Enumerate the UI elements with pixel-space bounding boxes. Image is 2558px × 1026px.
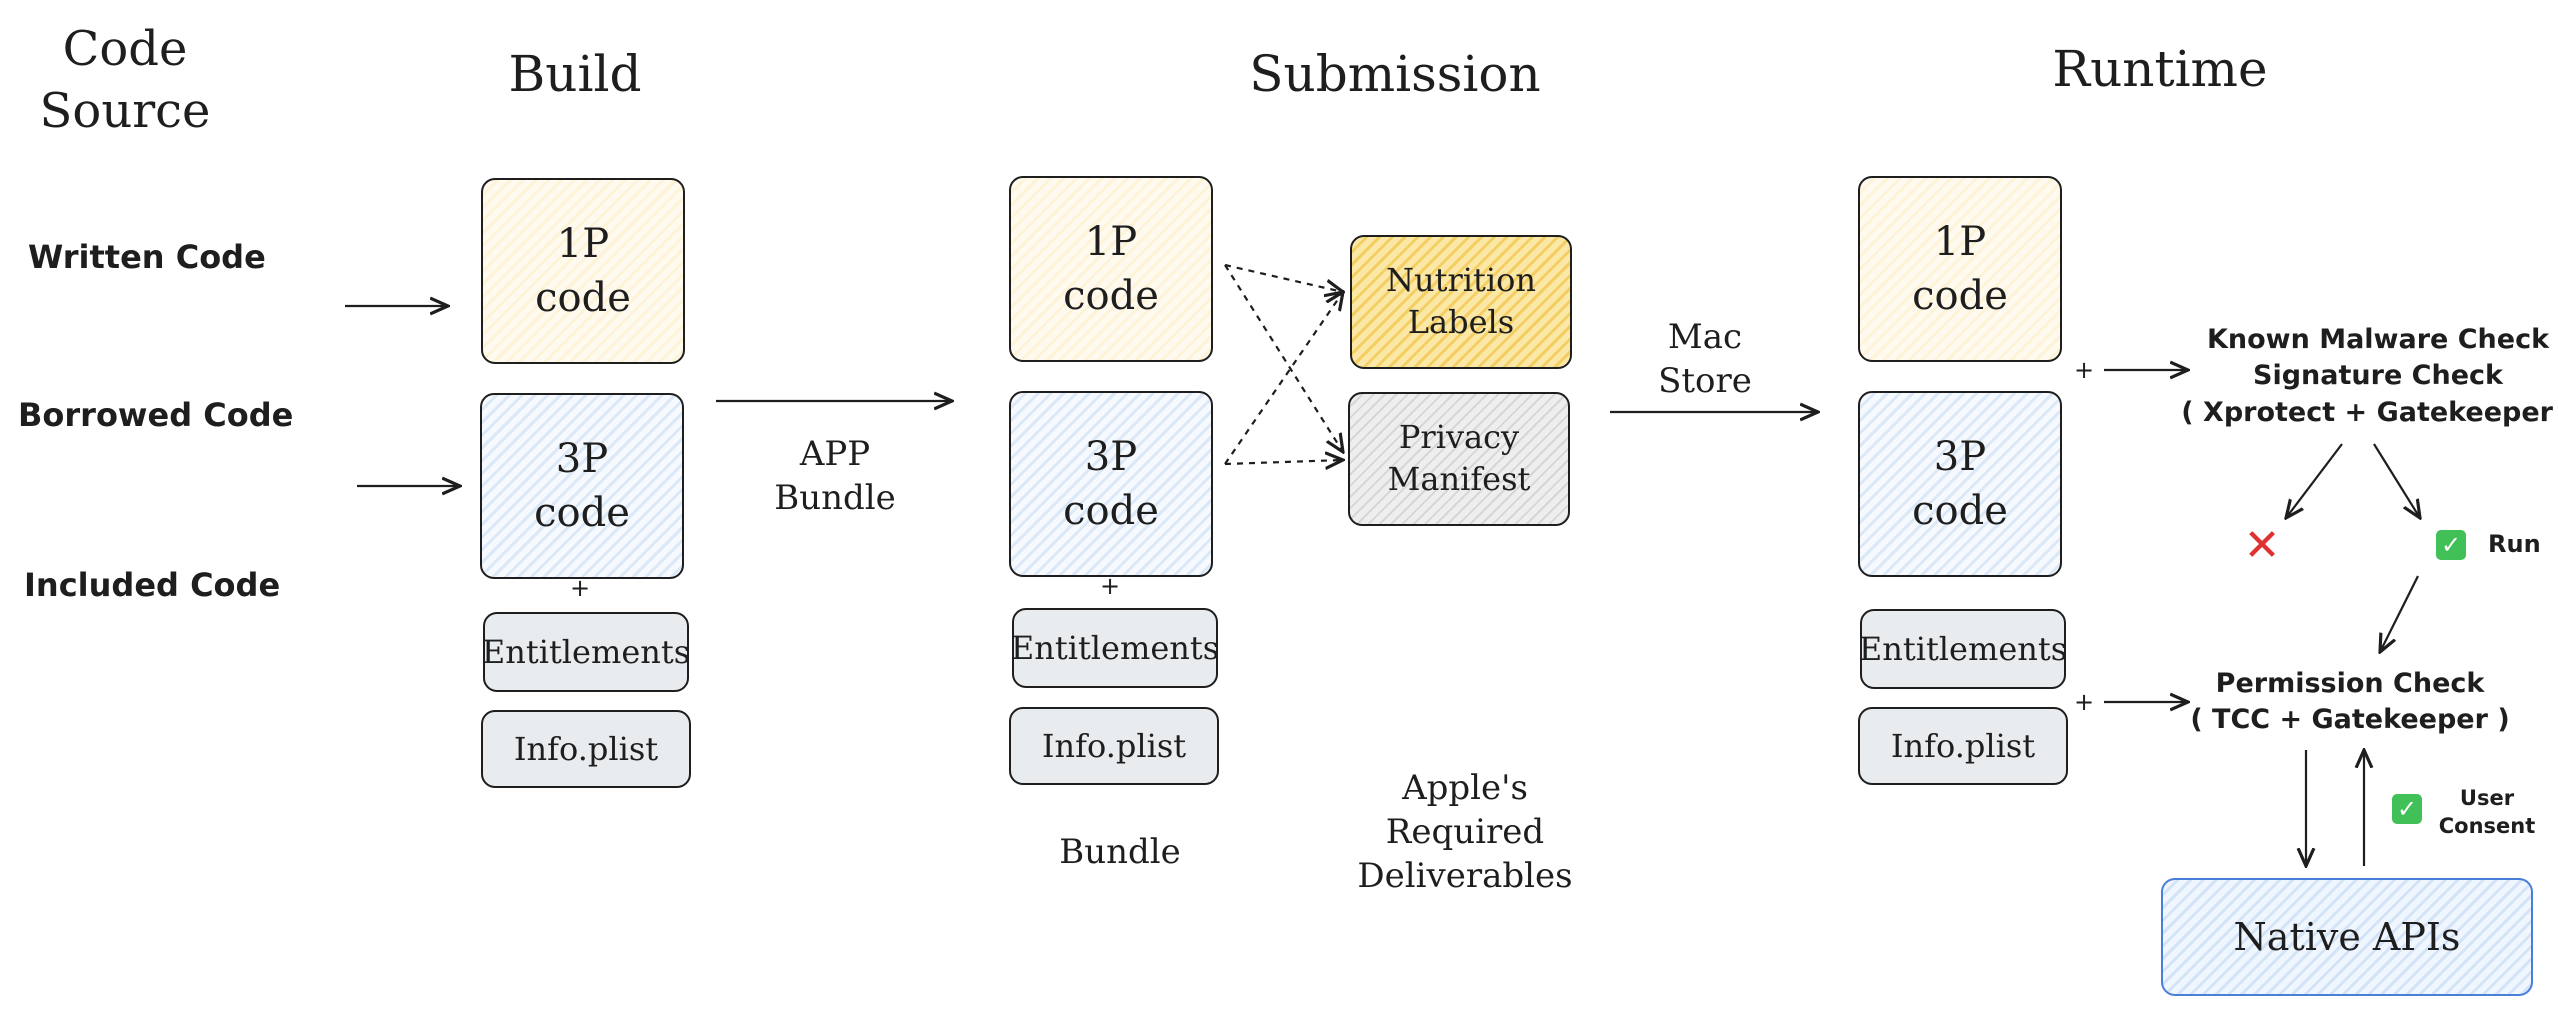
submission-info-plist-label: Info.plist (1041, 727, 1187, 765)
header-code-source: Code Source (39, 21, 211, 140)
user-consent-label: User Consent (2438, 786, 2536, 839)
bundle-label: Bundle (1059, 832, 1181, 872)
submission-1p-code-box: 1P code (1009, 176, 1213, 362)
row-included-code: Included Code (24, 566, 281, 604)
runtime-3p-code-box: 3P code (1858, 391, 2062, 577)
1p-to-nutrition-arrow (1224, 263, 1343, 292)
build-3p-code-label: 3P code (534, 436, 630, 536)
build-info-plist-label: Info.plist (513, 730, 659, 768)
runtime-plus-top: + (2074, 356, 2095, 384)
header-runtime: Runtime (2052, 40, 2268, 98)
row-written-code: Written Code (28, 238, 266, 276)
runtime-plus-bottom: + (2074, 688, 2095, 716)
build-plus-sign: + (570, 574, 591, 602)
runtime-3p-code-label: 3P code (1912, 434, 2008, 534)
submission-3p-code-label: 3P code (1063, 434, 1159, 534)
submission-1p-code-label: 1P code (1063, 219, 1159, 319)
native-apis-box: Native APIs (2161, 878, 2533, 996)
build-3p-code-box: 3P code (480, 393, 684, 579)
native-apis-label: Native APIs (2233, 915, 2461, 959)
run-to-permission-arrow (2380, 575, 2419, 652)
build-entitlements-box: Entitlements (481, 612, 691, 692)
run-label: Run (2488, 530, 2541, 558)
3p-to-privacy-arrow (1224, 460, 1343, 464)
consent-check-icon: ✓ (2392, 794, 2422, 824)
1p-to-privacy-arrow (1224, 264, 1343, 452)
malware-signature-check-label: Known Malware Check Signature Check ( Xp… (2181, 324, 2553, 428)
header-build: Build (508, 45, 642, 103)
3p-to-nutrition-arrow (1224, 292, 1343, 465)
build-1p-code-label: 1P code (535, 221, 631, 321)
app-bundle-label: APP Bundle (774, 434, 896, 519)
reject-icon: ✕ (2243, 520, 2281, 571)
runtime-1p-code-label: 1P code (1912, 219, 2008, 319)
permission-check-label: Permission Check ( TCC + Gatekeeper ) (2190, 668, 2510, 736)
runtime-entitlements-label: Entitlements (1858, 630, 2068, 668)
malware-to-reject-arrow (2286, 443, 2343, 518)
privacy-manifest-box: Privacy Manifest (1348, 392, 1570, 526)
submission-info-plist-box: Info.plist (1009, 707, 1219, 785)
apples-required-deliverables-label: Apple's Required Deliverables (1357, 768, 1573, 897)
malware-to-run-arrow (2373, 443, 2420, 518)
build-1p-code-box: 1P code (481, 178, 685, 364)
runtime-info-plist-box: Info.plist (1858, 707, 2068, 785)
privacy-manifest-label: Privacy Manifest (1387, 418, 1531, 498)
mac-store-label: Mac Store (1658, 317, 1752, 402)
build-entitlements-label: Entitlements (481, 633, 691, 671)
runtime-info-plist-label: Info.plist (1890, 727, 2036, 765)
build-info-plist-box: Info.plist (481, 710, 691, 788)
submission-plus-sign: + (1100, 572, 1121, 600)
runtime-1p-code-box: 1P code (1858, 176, 2062, 362)
header-submission: Submission (1249, 45, 1541, 103)
submission-entitlements-box: Entitlements (1010, 608, 1220, 688)
nutrition-labels-label: Nutrition Labels (1386, 261, 1536, 341)
submission-entitlements-label: Entitlements (1010, 629, 1220, 667)
nutrition-labels-box: Nutrition Labels (1350, 235, 1572, 369)
runtime-entitlements-box: Entitlements (1858, 609, 2068, 689)
run-check-icon: ✓ (2436, 530, 2466, 560)
row-borrowed-code: Borrowed Code (18, 396, 294, 434)
submission-3p-code-box: 3P code (1009, 391, 1213, 577)
